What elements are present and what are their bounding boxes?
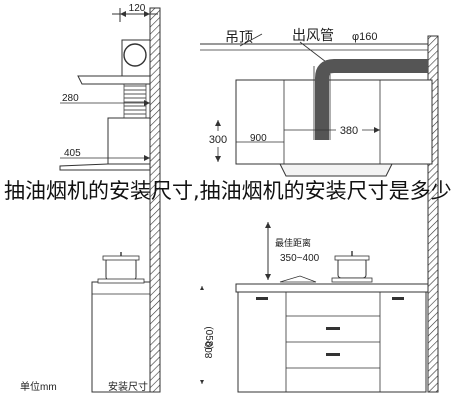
caption-unit: 单位mm [20, 380, 57, 393]
left-depth-label: 405 [64, 148, 81, 159]
caption-left: 安装尺寸 [108, 380, 148, 393]
clearance-label: 最佳距离 [275, 237, 311, 248]
front-view: 吊顶 出风管 φ160 300 900 380 最佳距离 350~400 [194, 27, 439, 393]
clearance-range: 350~400 [280, 253, 320, 264]
right-wall [427, 35, 439, 393]
cabinet-depth-label: 380 [340, 125, 358, 137]
top-width-label: 120 [129, 3, 146, 14]
counter-height-b: 800 [204, 341, 215, 358]
side-view: 120 280 405 安装尺寸 单位mm [20, 3, 161, 393]
cabinet-width-label: 900 [250, 133, 267, 144]
duct-label: 出风管 [292, 27, 334, 43]
counter-height-a: (058) [203, 326, 214, 349]
overlay-caption: 抽油烟机的安装尺寸,抽油烟机的安装尺寸是多少 [4, 179, 452, 203]
left-wall [149, 7, 161, 393]
ceiling-label: 吊顶 [225, 29, 253, 45]
left-height-label: 280 [62, 93, 79, 104]
cabinet-height-label: 300 [209, 134, 227, 146]
diameter-label: φ160 [352, 31, 378, 43]
